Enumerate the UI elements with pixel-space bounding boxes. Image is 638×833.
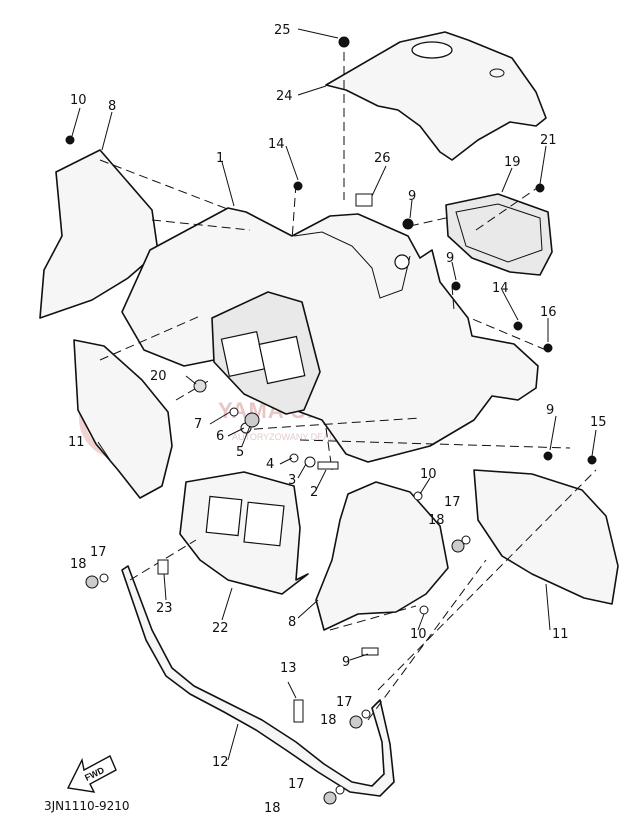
mud-flap-part-11-left — [73, 339, 173, 499]
callout-8-left: 8 — [108, 99, 116, 114]
callout-10-upper: 10 — [70, 93, 87, 108]
grommet-icon — [193, 379, 207, 393]
callout-7: 7 — [194, 417, 202, 432]
hardware — [65, 36, 597, 805]
washer-icon — [304, 456, 316, 468]
callout-15: 15 — [590, 415, 607, 430]
bolt-icon — [535, 183, 545, 193]
callout-20: 20 — [150, 369, 167, 384]
fwd-arrow-icon: FWD — [66, 755, 117, 793]
nut-icon — [85, 575, 99, 589]
callout-17-left: 17 — [90, 545, 107, 560]
mud-flap-part-11-right — [473, 469, 619, 605]
callout-18-right: 18 — [428, 513, 445, 528]
nut-icon — [244, 412, 260, 428]
bolt-icon — [543, 451, 553, 461]
callout-17-bottom: 17 — [288, 777, 305, 792]
callout-13: 13 — [280, 661, 297, 676]
callout-9-far-right: 9 — [546, 403, 554, 418]
headlight-bezel-part-22 — [179, 471, 309, 595]
nut-icon — [451, 539, 465, 553]
callout-10-middle: 10 — [420, 467, 437, 482]
callout-21: 21 — [540, 133, 557, 148]
callout-3: 3 — [288, 473, 296, 488]
callout-4: 4 — [266, 457, 274, 472]
clip-icon — [355, 193, 373, 207]
headlight-housing-part-19 — [445, 193, 553, 276]
callout-18-bottom: 18 — [264, 801, 281, 816]
callout-19: 19 — [504, 155, 521, 170]
bolt-icon — [157, 559, 169, 575]
callout-11-left: 11 — [68, 435, 85, 450]
washer-icon — [229, 407, 239, 417]
side-panel-part-8-left — [39, 149, 159, 319]
assembly-lines — [99, 52, 597, 721]
callout-10-lower: 10 — [410, 627, 427, 642]
leader-lines — [71, 28, 597, 761]
callout-6: 6 — [216, 429, 224, 444]
callout-9-upper: 9 — [408, 189, 416, 204]
callout-9-right: 9 — [446, 251, 454, 266]
bolt-icon — [513, 321, 523, 331]
bolt-icon — [65, 135, 75, 145]
bolt-icon — [293, 699, 304, 723]
callout-14-upper: 14 — [268, 137, 285, 152]
bolt-icon — [317, 461, 339, 470]
callout-11-right: 11 — [552, 627, 569, 642]
callout-26: 26 — [374, 151, 391, 166]
callout-1: 1 — [216, 151, 224, 166]
callout-2: 2 — [310, 485, 318, 500]
bolt-icon — [338, 36, 350, 48]
callout-5: 5 — [236, 445, 244, 460]
washer-icon — [361, 709, 371, 719]
bolt-icon — [451, 281, 461, 291]
washer-icon — [99, 573, 109, 583]
callout-14-right: 14 — [492, 281, 509, 296]
washer-icon — [419, 605, 429, 615]
bolt-icon — [361, 647, 379, 656]
callout-23: 23 — [156, 601, 173, 616]
callout-16: 16 — [540, 305, 557, 320]
callout-18-left: 18 — [70, 557, 87, 572]
callout-22: 22 — [212, 621, 229, 636]
nut-icon — [349, 715, 363, 729]
callout-25: 25 — [274, 23, 291, 38]
bolt-icon — [293, 181, 303, 191]
watermark-subtitle: AUTORYZOWANY DEALER YAMAHA — [232, 432, 386, 442]
bolt-icon — [543, 343, 553, 353]
callout-18-lower: 18 — [320, 713, 337, 728]
callout-numbers: 25 24 14 26 9 19 21 10 8 1 9 14 16 20 7 … — [68, 23, 607, 816]
washer-icon — [335, 785, 345, 795]
bracket-stay-part-12 — [121, 565, 395, 797]
drawing-code: 3JN1110-9210 — [44, 799, 130, 813]
washer-icon — [461, 535, 471, 545]
washer-icon — [289, 453, 299, 463]
side-panel-part-8-right — [315, 481, 449, 631]
callout-8-right: 8 — [288, 615, 296, 630]
callout-12: 12 — [212, 755, 229, 770]
callout-24: 24 — [276, 89, 293, 104]
bolt-icon — [402, 218, 414, 230]
bolt-icon — [587, 455, 597, 465]
top-cover-part-24 — [325, 31, 547, 161]
callout-9-lower: 9 — [342, 655, 350, 670]
callout-17-right: 17 — [444, 495, 461, 510]
nut-icon — [323, 791, 337, 805]
callout-17-lower: 17 — [336, 695, 353, 710]
